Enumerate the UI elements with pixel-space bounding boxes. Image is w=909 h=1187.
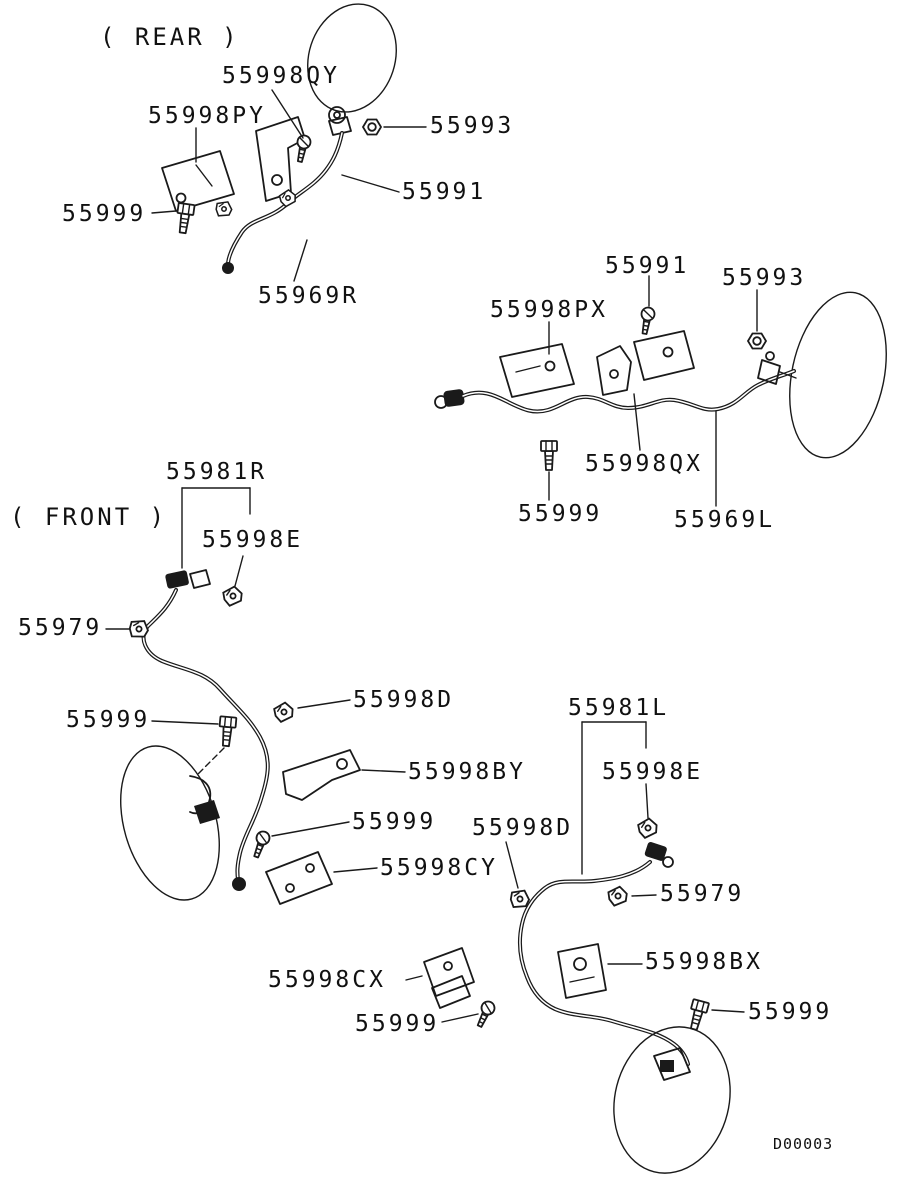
part-label-55998cy: 55998CY bbox=[380, 855, 498, 881]
section-label-rear: ( REAR ) bbox=[100, 23, 240, 51]
bracket-55998by-icon bbox=[282, 749, 361, 801]
part-label-55981l: 55981L bbox=[568, 695, 670, 721]
part-label-55993-rear-right: 55993 bbox=[430, 113, 515, 139]
bracket-55998cx-icon bbox=[423, 947, 475, 1009]
part-label-55999-front-right-a: 55999 bbox=[66, 707, 151, 733]
front-right-assembly bbox=[105, 487, 406, 905]
rear-left-assembly bbox=[434, 275, 887, 507]
bracket-55998qx-icon bbox=[596, 330, 695, 396]
part-label-55998qy: 55998QY bbox=[222, 63, 340, 89]
part-label-55981r: 55981R bbox=[166, 459, 268, 485]
bracket-55998bx-icon bbox=[557, 943, 607, 999]
bracket-55998px-icon bbox=[499, 343, 575, 398]
bracket-55998qy-icon bbox=[255, 116, 306, 202]
part-label-55998qx: 55998QX bbox=[585, 451, 703, 477]
part-label-55979-front-right: 55979 bbox=[18, 615, 103, 641]
front-left-assembly bbox=[405, 721, 745, 1174]
part-label-55991-rear-right: 55991 bbox=[402, 179, 487, 205]
connector-icon bbox=[222, 262, 234, 274]
connector-icon bbox=[165, 570, 189, 589]
connector-icon bbox=[443, 389, 465, 407]
bracket-55998cy-icon bbox=[265, 851, 333, 905]
part-label-55999-rear-right: 55999 bbox=[62, 201, 147, 227]
part-label-55969l: 55969L bbox=[674, 507, 776, 533]
part-label-55998e-front-right: 55998E bbox=[202, 527, 304, 553]
rear-right-assembly bbox=[151, 3, 427, 282]
part-label-55993-rear-left: 55993 bbox=[722, 265, 807, 291]
part-label-55998bx: 55998BX bbox=[645, 949, 763, 975]
part-label-55999-rear-left: 55999 bbox=[518, 501, 603, 527]
drawing-code: D00003 bbox=[773, 1135, 834, 1153]
part-label-55998cx: 55998CX bbox=[268, 967, 386, 993]
part-label-55979-front-left: 55979 bbox=[660, 881, 745, 907]
part-label-55998d-front-left: 55998D bbox=[472, 815, 574, 841]
part-label-55999-front-left-b: 55999 bbox=[748, 999, 833, 1025]
sensor-icon bbox=[328, 106, 352, 136]
part-label-55969r: 55969R bbox=[258, 283, 360, 309]
part-label-55998by: 55998BY bbox=[408, 759, 526, 785]
part-label-55998d-front-right: 55998D bbox=[353, 687, 455, 713]
section-label-front: ( FRONT ) bbox=[10, 503, 168, 531]
part-label-55998e-front-left: 55998E bbox=[602, 759, 704, 785]
part-label-55998py: 55998PY bbox=[148, 103, 266, 129]
connector-icon bbox=[660, 1060, 674, 1072]
connector-icon bbox=[232, 877, 246, 891]
part-label-55999-front-right-b: 55999 bbox=[352, 809, 437, 835]
part-label-55999-front-left-a: 55999 bbox=[355, 1011, 440, 1037]
connector-icon bbox=[644, 842, 667, 861]
part-label-55998px: 55998PX bbox=[490, 297, 608, 323]
part-label-55991-rear-left: 55991 bbox=[605, 253, 690, 279]
